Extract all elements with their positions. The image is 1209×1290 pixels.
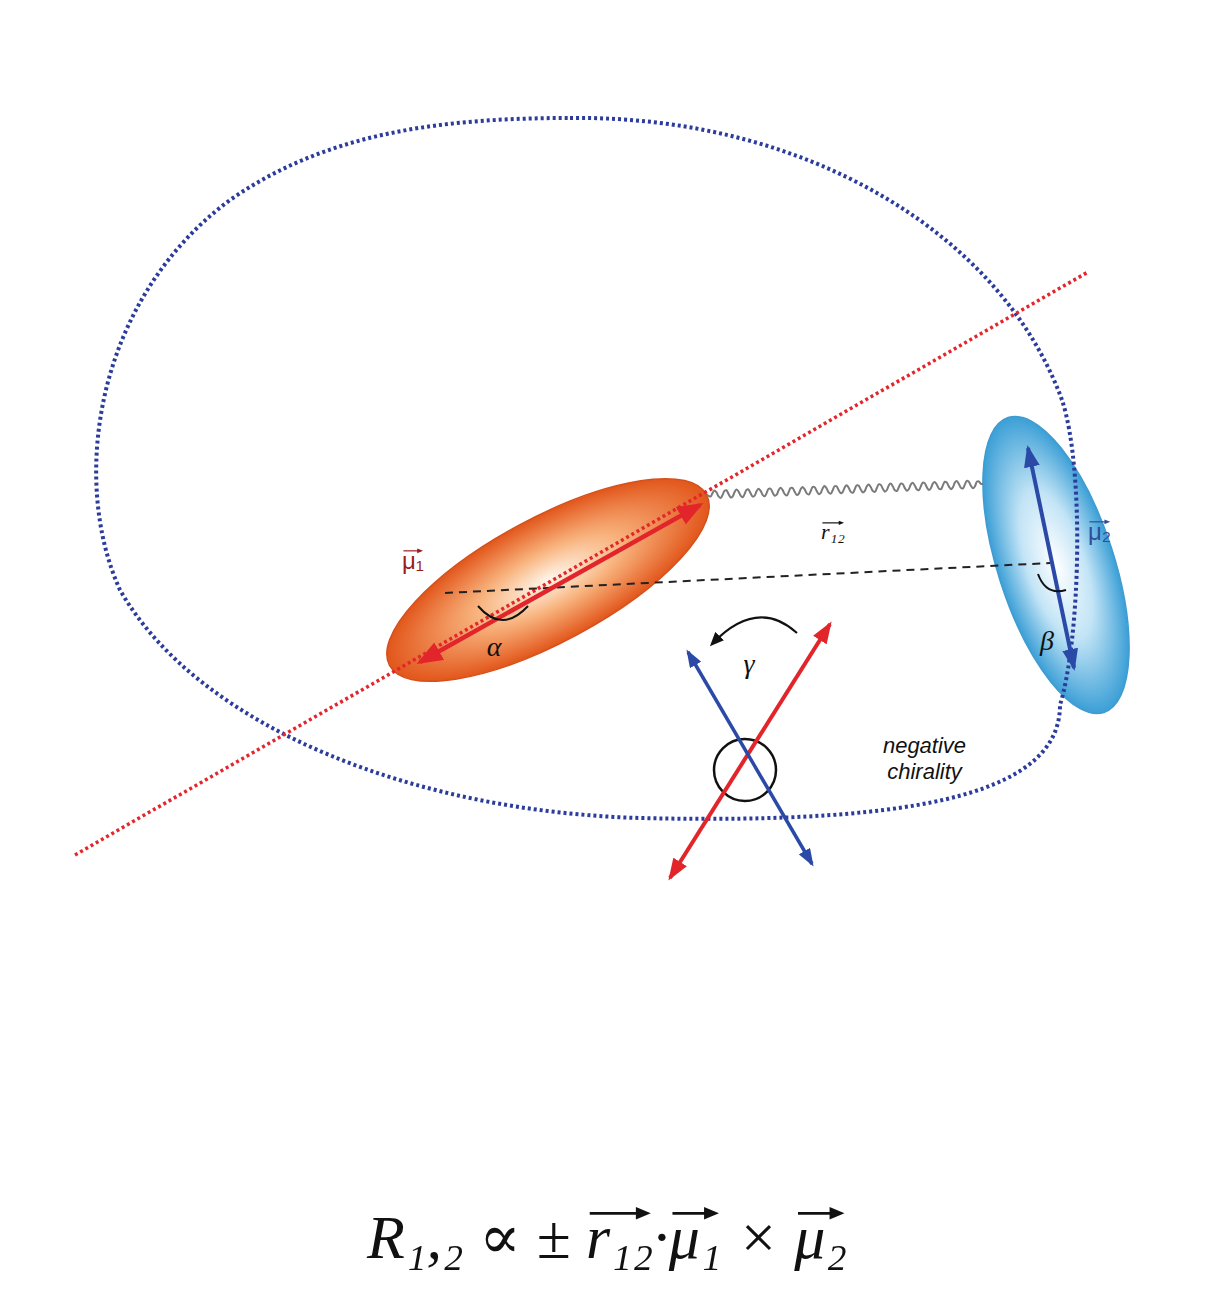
vector-arrow-shaft: [822, 522, 840, 523]
label-holder: α: [487, 631, 502, 663]
chromophore-ellipse: μ₂: [980, 415, 1140, 730]
dipole-label: μ₂: [1088, 518, 1111, 546]
ellipse-shape: [953, 400, 1159, 731]
ellipse-outline: [380, 465, 725, 695]
label-holder: β: [1040, 625, 1054, 657]
chromophore-ellipse: μ₁: [380, 465, 725, 695]
chirality-blue-arrow: [688, 652, 812, 864]
angle-label: α: [487, 631, 502, 663]
ellipse-shape: [360, 440, 736, 720]
angle-label: γ: [743, 648, 754, 680]
chirality-red-arrow: [670, 624, 830, 878]
chirality-note: negative chirality: [862, 733, 987, 785]
dipole-axis-line: [75, 272, 1088, 855]
angle-label: β: [1040, 625, 1054, 657]
ellipse-outline: [980, 415, 1140, 730]
label-holder: γ: [743, 648, 754, 680]
coupling-wave: [706, 481, 982, 498]
dipole-label: μ₁: [402, 547, 424, 575]
dotted-outline: [96, 118, 1077, 819]
label-holder: negative chirality: [862, 733, 987, 785]
vector-arrow-shaft: [590, 1212, 642, 1215]
rotation-arrow: [712, 617, 797, 644]
